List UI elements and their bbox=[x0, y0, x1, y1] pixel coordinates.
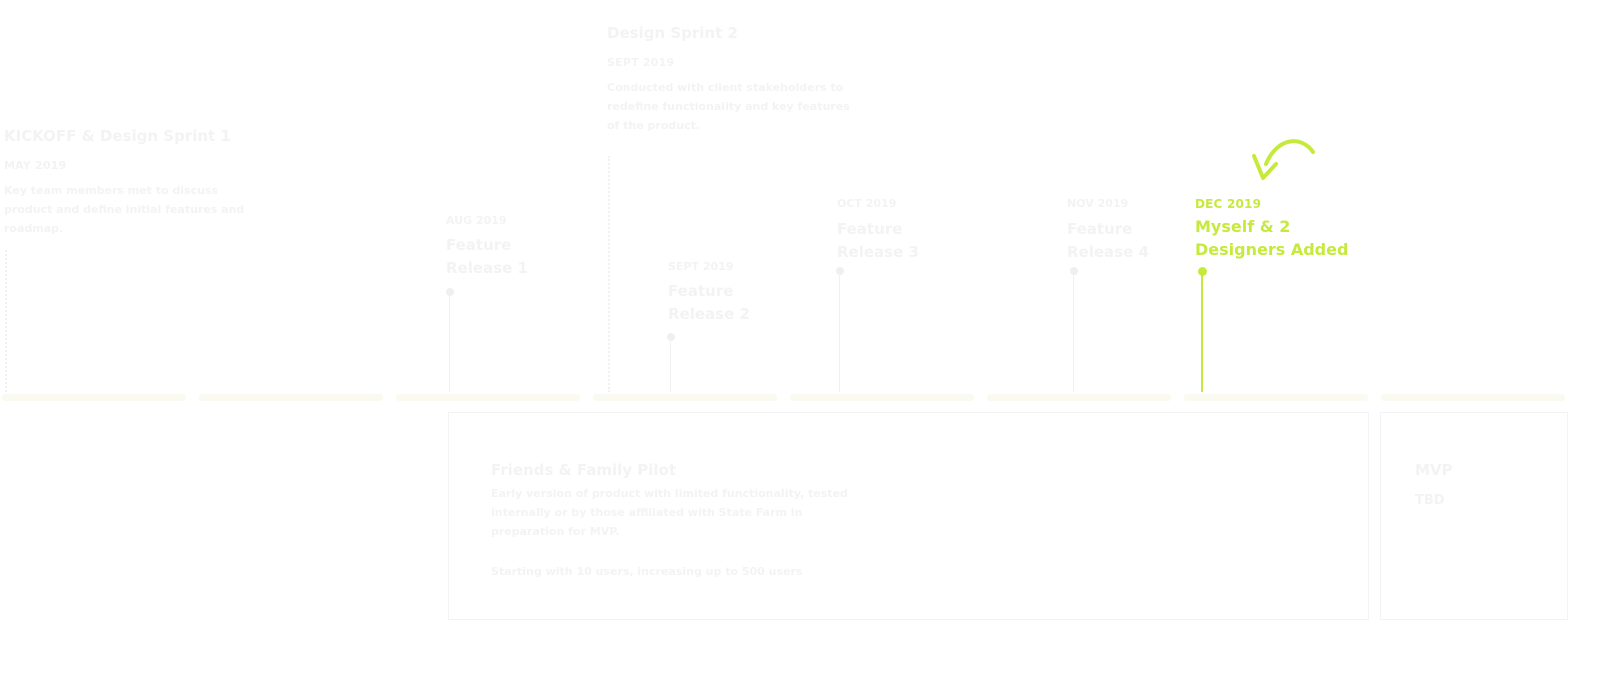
sprint2-title: Design Sprint 2 bbox=[607, 24, 738, 42]
timeline-segment bbox=[593, 394, 777, 401]
designers-title: Myself & 2 Designers Added bbox=[1195, 217, 1349, 259]
sprint2-date: SEPT 2019 bbox=[607, 56, 675, 69]
pilot-description: Early version of product with limited fu… bbox=[491, 487, 848, 538]
timeline-segment bbox=[1184, 394, 1368, 401]
designers-marker bbox=[1198, 267, 1207, 276]
release4-connector bbox=[1073, 271, 1074, 392]
release3-connector bbox=[839, 271, 840, 392]
release2-connector bbox=[670, 337, 671, 392]
release2-marker bbox=[667, 333, 675, 341]
release4-marker bbox=[1070, 267, 1078, 275]
release2-date: SEPT 2019 bbox=[668, 260, 734, 273]
mvp-date: TBD bbox=[1415, 493, 1445, 508]
release3-title: Feature Release 3 bbox=[837, 220, 919, 261]
release3-marker bbox=[836, 267, 844, 275]
release3-date: OCT 2019 bbox=[837, 197, 897, 210]
pilot-phase-box: Friends & Family Pilot Early version of … bbox=[448, 412, 1369, 620]
timeline-segment bbox=[396, 394, 580, 401]
mvp-phase-box: MVP TBD bbox=[1380, 412, 1568, 620]
timeline-segment bbox=[199, 394, 383, 401]
sprint2-description: Conducted with client stakeholders to re… bbox=[607, 81, 850, 132]
release1-title: Feature Release 1 bbox=[446, 236, 528, 277]
timeline-segment bbox=[790, 394, 974, 401]
timeline-segment bbox=[987, 394, 1171, 401]
timeline-segment bbox=[1381, 394, 1565, 401]
timeline-segment bbox=[2, 394, 186, 401]
pilot-title: Friends & Family Pilot bbox=[491, 461, 677, 479]
release4-title: Feature Release 4 bbox=[1067, 220, 1149, 261]
designers-connector bbox=[1201, 272, 1203, 392]
pilot-users: Starting with 10 users, increasing up to… bbox=[491, 565, 803, 578]
curved-arrow-icon bbox=[1252, 139, 1315, 180]
kickoff-description: Key team members met to discuss product … bbox=[4, 184, 245, 235]
release4-date: NOV 2019 bbox=[1067, 197, 1129, 210]
kickoff-date: MAY 2019 bbox=[4, 159, 67, 172]
release1-marker bbox=[446, 288, 454, 296]
designers-date: DEC 2019 bbox=[1195, 197, 1262, 211]
sprint2-connector bbox=[608, 156, 610, 392]
mvp-title: MVP bbox=[1415, 461, 1453, 479]
release1-connector bbox=[449, 292, 450, 392]
release1-date: AUG 2019 bbox=[446, 214, 507, 227]
release2-title: Feature Release 2 bbox=[668, 282, 750, 323]
kickoff-title: KICKOFF & Design Sprint 1 bbox=[4, 127, 231, 145]
kickoff-connector bbox=[5, 250, 7, 392]
